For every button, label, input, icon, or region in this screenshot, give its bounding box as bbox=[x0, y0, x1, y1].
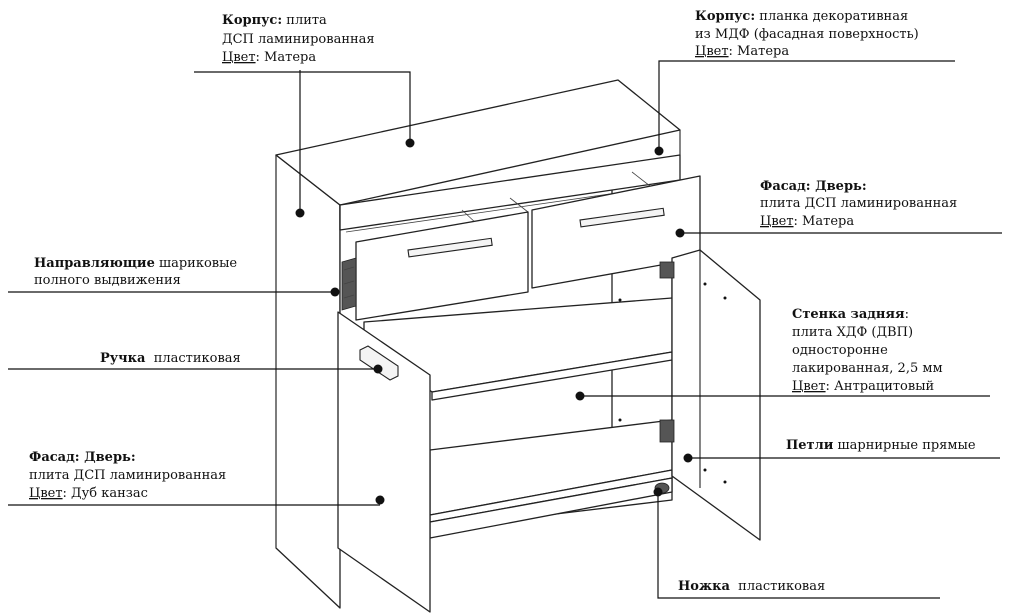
color-label: Цвет bbox=[760, 214, 794, 229]
callout-title: Фасад: Дверь: bbox=[760, 179, 867, 194]
callout-line: плита ДСП ламинированная bbox=[29, 468, 226, 483]
color-label: Цвет bbox=[29, 486, 63, 501]
door-left bbox=[337, 311, 431, 613]
callout-text: шариковые bbox=[155, 256, 238, 271]
callout-title: Фасад: Дверь: bbox=[29, 450, 136, 465]
callout-text: пластиковая bbox=[145, 351, 240, 366]
color-label: Цвет bbox=[695, 44, 729, 59]
svg-text:Направляющие шариковые: Направляющие шариковые bbox=[34, 256, 237, 271]
callout-text: пластиковая bbox=[730, 579, 825, 594]
callout-line: плита ДСП ламинированная bbox=[760, 196, 957, 211]
callout-hinges: Петли шарнирные прямые bbox=[786, 438, 976, 453]
color-value: : Матера bbox=[729, 44, 790, 59]
callout-handle: Ручка пластиковая bbox=[100, 351, 241, 366]
callout-title: Корпус: bbox=[222, 13, 282, 28]
callout-title: Направляющие bbox=[34, 256, 155, 271]
drawer-right-handle bbox=[579, 207, 665, 228]
callout-title: Ручка bbox=[100, 351, 146, 366]
callout-line: плита ХДФ (ДВП) bbox=[792, 325, 913, 340]
color-value: : Антрацитовый bbox=[826, 379, 935, 394]
color-label: Цвет bbox=[222, 50, 256, 65]
callout-body-strip: Корпус: планка декоративная из МДФ (фаса… bbox=[695, 9, 919, 59]
svg-text:Стенка задняя:: Стенка задняя: bbox=[792, 307, 909, 322]
svg-text:Цвет: Матера: Цвет: Матера bbox=[760, 214, 854, 229]
callout-text: шарнирные прямые bbox=[833, 438, 975, 453]
callout-body-panel: Корпус: плита ДСП ламинированная Цвет: М… bbox=[222, 13, 375, 65]
color-label: Цвет bbox=[792, 379, 826, 394]
svg-text:Корпус: планка декоративная: Корпус: планка декоративная bbox=[695, 9, 908, 24]
hinge-bottom bbox=[659, 419, 675, 443]
callout-text: : bbox=[905, 307, 909, 322]
color-value: : Матера bbox=[794, 214, 855, 229]
left-side-panel bbox=[275, 154, 341, 609]
drawer-left-handle bbox=[407, 237, 493, 258]
svg-text:Ножка пластиковая: Ножка пластиковая bbox=[678, 579, 825, 594]
drawer-guide bbox=[341, 257, 357, 311]
door-right bbox=[671, 249, 761, 541]
svg-text:Цвет: Антрацитовый: Цвет: Антрацитовый bbox=[792, 379, 934, 394]
callout-line: полного выдвижения bbox=[34, 273, 181, 288]
callout-leg: Ножка пластиковая bbox=[678, 579, 825, 594]
hinge-top bbox=[659, 261, 675, 279]
callout-front-door: Фасад: Дверь: плита ДСП ламинированная Ц… bbox=[29, 450, 226, 501]
callout-back-wall: Стенка задняя: плита ХДФ (ДВП) односторо… bbox=[792, 307, 943, 394]
callout-title: Петли bbox=[786, 438, 834, 453]
color-value: : Дуб канзас bbox=[63, 486, 148, 501]
callout-guides: Направляющие шариковые полного выдвижени… bbox=[34, 256, 237, 288]
svg-text:Цвет: Дуб канзас: Цвет: Дуб канзас bbox=[29, 486, 148, 501]
color-value: : Матера bbox=[256, 50, 317, 65]
callout-title: Ножка bbox=[678, 579, 730, 594]
svg-text:Петли шарнирные прямые: Петли шарнирные прямые bbox=[786, 438, 976, 453]
callout-text: плита bbox=[286, 13, 327, 28]
svg-text:Цвет: Матера: Цвет: Матера bbox=[222, 50, 316, 65]
callout-line: ДСП ламинированная bbox=[222, 32, 375, 47]
cabinet-drawing bbox=[275, 79, 761, 613]
svg-text:Корпус: плита: Корпус: плита bbox=[222, 13, 327, 28]
callout-title: Стенка задняя bbox=[792, 307, 905, 322]
svg-text:Цвет: Матера: Цвет: Матера bbox=[695, 44, 789, 59]
callout-front-drawer: Фасад: Дверь: плита ДСП ламинированная Ц… bbox=[760, 179, 957, 229]
svg-text:Ручка пластиковая: Ручка пластиковая bbox=[100, 351, 241, 366]
callout-line: односторонне bbox=[792, 343, 888, 358]
callout-text: планка декоративная bbox=[759, 9, 908, 24]
leader-lines bbox=[8, 60, 1002, 599]
callout-title: Корпус: bbox=[695, 9, 755, 24]
door-handle bbox=[359, 345, 399, 381]
callout-line: из МДФ (фасадная поверхность) bbox=[695, 27, 919, 42]
callout-line: лакированная, 2,5 мм bbox=[792, 361, 943, 376]
